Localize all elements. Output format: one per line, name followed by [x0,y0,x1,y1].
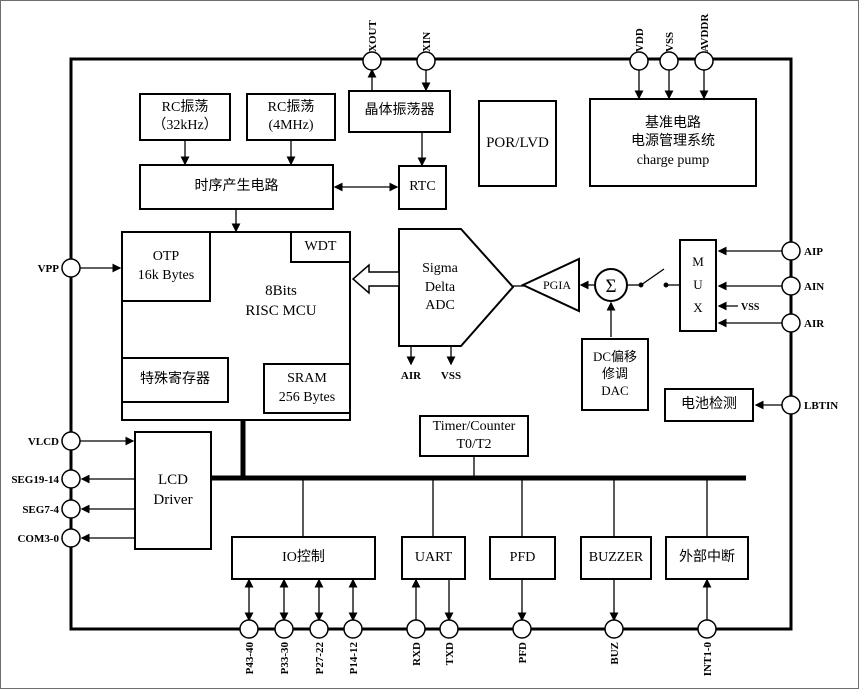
block-timer-counter: Timer/Counter T0/T2 [419,415,529,457]
internal-bus [211,421,746,481]
pin-labels: XOUT XIN VDD VSS AVDDR VPP VLCD SEG19-14… [11,13,838,677]
pin-avddr [694,51,714,71]
pin-label-vdd: VDD [634,28,646,52]
summing-node [594,268,628,302]
pin-label-com3-0: COM3-0 [17,533,59,545]
block-lcd-driver: LCD Driver [134,431,212,550]
pin-rxd [406,619,426,639]
block-crystal-oscillator: 晶体振荡器 [348,90,451,133]
pin-label-air: AIR [804,318,825,330]
pin-p14-12 [343,619,363,639]
adc-air-label: AIR [401,370,422,382]
block-timing-generator: 时序产生电路 [139,164,334,210]
adc-vss-label: VSS [441,370,461,382]
block-dc-offset-dac: DC偏移 修调 DAC [581,338,649,411]
pin-label-vlcd: VLCD [28,436,59,448]
block-wdt: WDT [290,231,351,263]
pin-aip [781,241,801,261]
block-rc-4m-oscillator: RC振荡 (4MHz) [246,93,336,141]
pin-ain [781,276,801,296]
pin-label-p14-12: P14-12 [348,642,360,675]
block-uart: UART [401,536,466,580]
pin-p43-40 [239,619,259,639]
pin-label-lbtin: LBTIN [804,400,838,412]
pin-label-buz: BUZ [609,642,621,665]
connection-lines [80,68,782,622]
adc-to-mcu-hollow-arrow [351,263,400,295]
pin-label-aip: AIP [804,246,823,258]
sigma-symbol: Σ [605,276,616,297]
block-external-interrupt: 外部中断 [665,536,749,580]
pin-p33-30 [274,619,294,639]
pin-label-avddr: AVDDR [699,13,711,52]
pin-circles [61,51,801,639]
pin-seg7-4 [61,499,81,519]
mux-vss-label: VSS [741,302,760,313]
pin-lbtin [781,395,801,415]
block-power-management: 基准电路 电源管理系统 charge pump [589,98,757,187]
pin-label-rxd: RXD [411,642,423,666]
switch-symbol [627,268,679,288]
pin-label-int1-0: INT1-0 [702,642,714,677]
pin-xin [416,51,436,71]
block-rc-32k-oscillator: RC振荡 （32kHz） [139,93,231,141]
block-otp: OTP 16k Bytes [121,231,211,302]
block-buzzer: BUZZER [580,536,652,580]
pin-xout [362,51,382,71]
block-rtc: RTC [398,165,447,210]
pin-vss [659,51,679,71]
pin-seg19-14 [61,469,81,489]
pin-label-p43-40: P43-40 [244,642,256,675]
block-sram: SRAM 256 Bytes [263,363,351,414]
pin-p27-22 [309,619,329,639]
pin-air [781,313,801,333]
pin-vlcd [61,431,81,451]
pin-com3-0 [61,528,81,548]
pin-pfd [512,619,532,639]
pin-txd [439,619,459,639]
pin-label-p27-22: P27-22 [314,642,326,675]
pin-label-vpp: VPP [38,263,60,275]
pin-label-p33-30: P33-30 [279,642,291,675]
adc-label: Sigma Delta ADC [422,260,458,314]
block-special-registers: 特殊寄存器 [121,357,229,403]
pin-vpp [61,258,81,278]
pin-int1-0 [697,619,717,639]
pin-label-xin: XIN [421,32,433,52]
block-mux: M U X [679,239,717,332]
block-por-lvd: POR/LVD [478,100,557,187]
pgia-label: PGIA [542,277,571,292]
pin-label-seg19-14: SEG19-14 [11,474,59,486]
block-io-control: IO控制 [231,536,376,580]
block-battery-detect: 电池检测 [664,388,754,422]
sigma-delta-adc-shape [398,228,515,347]
pin-vdd [629,51,649,71]
pgia-amplifier-shape [520,257,580,313]
pin-label-ain: AIN [804,281,824,293]
pin-label-seg7-4: SEG7-4 [22,504,59,516]
pin-label-vss: VSS [664,32,676,52]
pin-label-xout: XOUT [367,20,379,52]
mcu-label: 8Bits RISC MCU [245,282,317,319]
pin-label-pfd: PFD [517,642,529,663]
block-pfd: PFD [489,536,556,580]
pin-buz [604,619,624,639]
pin-label-txd: TXD [444,642,456,665]
